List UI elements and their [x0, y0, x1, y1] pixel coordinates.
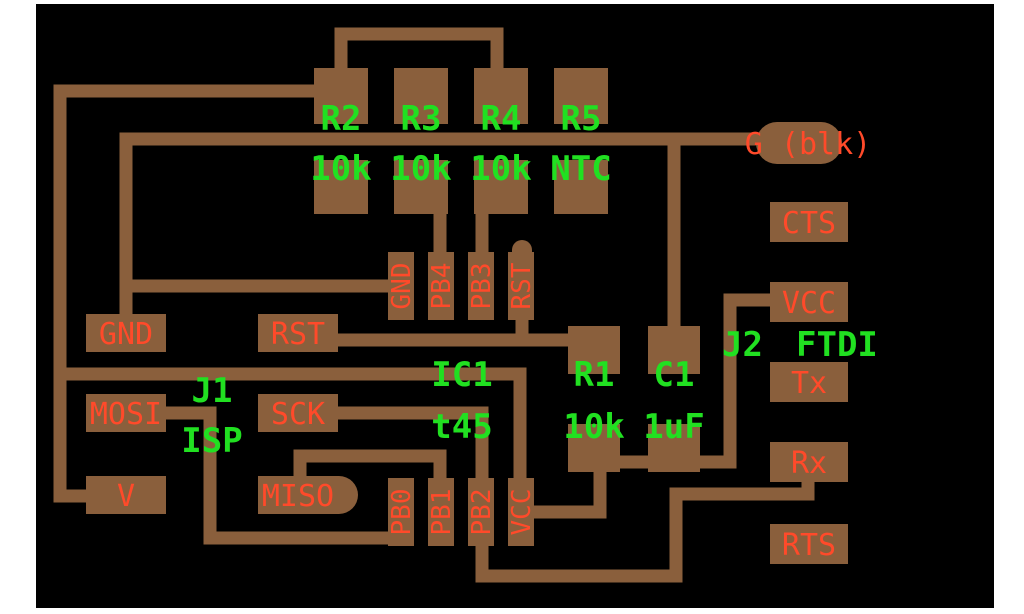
- r2-bottom-pad: [314, 160, 368, 214]
- ic1-part: t45: [431, 407, 492, 447]
- ic-pin-rst: [508, 252, 534, 320]
- j1-pad-sck: [258, 394, 338, 432]
- r2-ref: R2: [321, 99, 362, 139]
- r5-value: NTC: [550, 149, 611, 189]
- trace-pb2-rx: [475, 480, 815, 583]
- ic-pin-pb2: [468, 478, 494, 546]
- ic-pin-label-pb2: PB2: [467, 489, 497, 536]
- r3-bottom-pad: [394, 160, 448, 214]
- r3-top-pad: [394, 68, 448, 124]
- r4-bottom-pad: [474, 160, 528, 214]
- copper-pads: [86, 68, 848, 564]
- c1-top-pad: [648, 326, 700, 374]
- j2-pad-vcc: [770, 282, 848, 322]
- r3-value: 10k: [390, 149, 451, 189]
- trace-vcc-r1: [522, 470, 607, 519]
- r2-value: 10k: [310, 149, 371, 189]
- j1-pad-gnd: [86, 314, 166, 352]
- ic-pin-pb0: [388, 478, 414, 546]
- j2-pad-tx: [770, 362, 848, 402]
- c1-ref: C1: [654, 355, 695, 395]
- j2-name: FTDI: [796, 325, 878, 365]
- j2-label-rts: RTS: [782, 528, 836, 563]
- ic-pin-pb3: [468, 252, 494, 320]
- ic-pin-label-rst: RST: [507, 262, 537, 309]
- trace-r2-r4-loop: [334, 27, 504, 72]
- j2-label-vcc: VCC: [782, 286, 836, 321]
- j1-label-sck: SCK: [271, 397, 325, 432]
- j2-label-tx: Tx: [791, 366, 827, 401]
- r5-top-pad: [554, 68, 608, 124]
- r4-top-pad: [474, 68, 528, 124]
- j1-pad-mosi: [86, 394, 166, 432]
- j1-label-miso: MISO: [262, 479, 334, 514]
- ground-wire-label: G (blk): [745, 127, 871, 162]
- j2-ref: J2: [722, 325, 763, 365]
- ic-pin-pb1: [428, 478, 454, 546]
- r2-top-pad: [314, 68, 368, 124]
- c1-value: 1uF: [643, 407, 704, 447]
- j1-name: ISP: [181, 421, 242, 461]
- trace-sck-pb2: [338, 406, 489, 482]
- ic-pin-label-vcc: VCC: [507, 489, 537, 536]
- j1-label-mosi: MOSI: [90, 397, 162, 432]
- ic-pin-pb4: [428, 252, 454, 320]
- r4-ref: R4: [481, 99, 522, 139]
- ic-pin-vcc: [508, 478, 534, 546]
- r4-value: 10k: [470, 149, 531, 189]
- j2-pad-rx: [770, 442, 848, 482]
- trace-ground-rail: [119, 132, 780, 330]
- j1-pad-rst: [258, 314, 338, 352]
- j2-pad-cts: [770, 202, 848, 242]
- r3-ref: R3: [401, 99, 442, 139]
- r1-ref: R1: [574, 355, 615, 395]
- ic-pin-label-pb3: PB3: [467, 263, 497, 310]
- ic-pin-label-pb4: PB4: [427, 263, 457, 310]
- ic1-ref: IC1: [431, 355, 492, 395]
- j2-pad-rts: [770, 524, 848, 564]
- j1-label-v: V: [117, 479, 135, 514]
- trace-vcc-line: [66, 367, 527, 482]
- r1-value: 10k: [563, 407, 624, 447]
- j1-label-gnd: GND: [99, 317, 153, 352]
- r1-top-pad: [568, 326, 620, 374]
- c1-bottom-pad: [648, 424, 700, 472]
- j1-ref: J1: [192, 371, 233, 411]
- r1-bottom-pad: [568, 424, 620, 472]
- ic-pin-label-gnd: GND: [387, 263, 417, 310]
- j1-label-rst: RST: [271, 317, 325, 352]
- trace-miso-pb1: [293, 449, 447, 482]
- r5-ref: R5: [561, 99, 602, 139]
- r5-bottom-pad: [554, 160, 608, 214]
- j1-pad-miso: [258, 476, 338, 514]
- j2-label-rx: Rx: [791, 446, 827, 481]
- ground-wire-pad: [756, 122, 842, 164]
- trace-mosi-pb0: [164, 406, 398, 545]
- j2-label-cts: CTS: [782, 206, 836, 241]
- trace-left-bus: [53, 84, 314, 503]
- ic-pin-label-pb1: PB1: [427, 489, 457, 536]
- ic-pin-label-pb0: PB0: [387, 489, 417, 536]
- j1-pad-v: [86, 476, 166, 514]
- ic-pin-gnd: [388, 252, 414, 320]
